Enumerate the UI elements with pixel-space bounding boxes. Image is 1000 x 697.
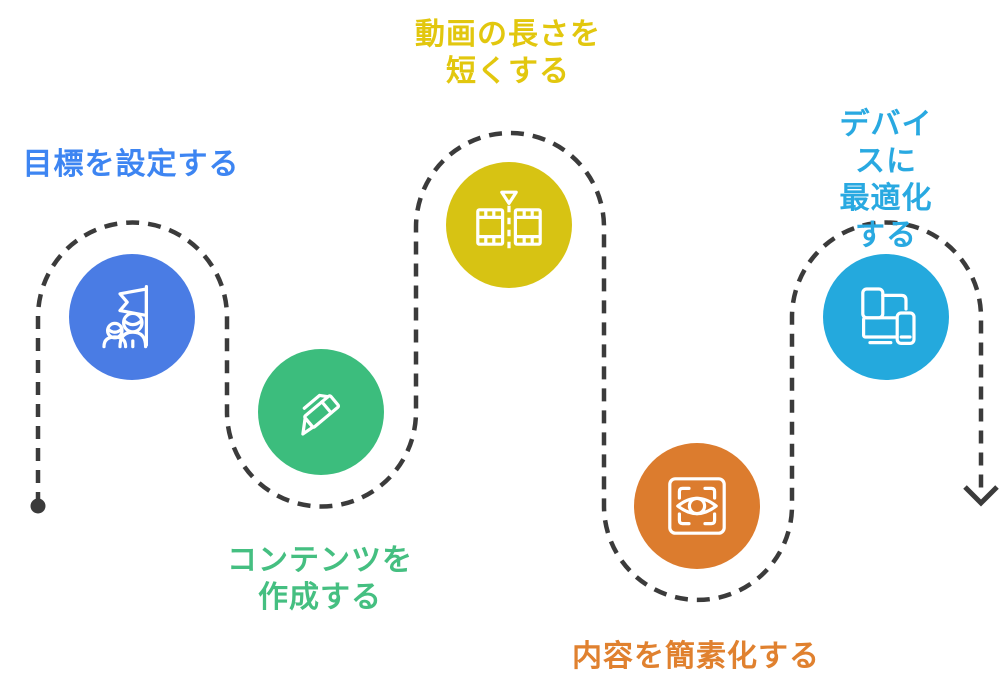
marker-pen-icon <box>301 393 341 436</box>
step-circle-simplify-content <box>634 443 760 569</box>
step-label-shorten-video: 動画の長さを 短くする <box>415 18 601 88</box>
step-label-simplify-content: 内容を簡素化する <box>572 640 820 673</box>
flow-dashed-path <box>35 130 984 603</box>
step-label-create-content: コンテンツを 作成する <box>227 544 413 614</box>
eye-focus-frame-icon <box>668 477 726 535</box>
step-label-set-goals: 目標を設定する <box>22 148 240 181</box>
step-circle-shorten-video <box>446 162 572 288</box>
path-start-dot <box>30 498 46 514</box>
video-trim-icon <box>476 190 542 253</box>
team-goal-flag-icon <box>102 285 148 349</box>
step-label-optimize-devices: デバイスに 最適化する <box>839 108 933 252</box>
path-end-arrow-icon <box>963 485 999 507</box>
multi-devices-icon <box>861 287 916 345</box>
step-circle-create-content <box>258 349 384 475</box>
step-circle-optimize-devices <box>823 254 949 380</box>
step-circle-set-goals <box>69 254 195 380</box>
